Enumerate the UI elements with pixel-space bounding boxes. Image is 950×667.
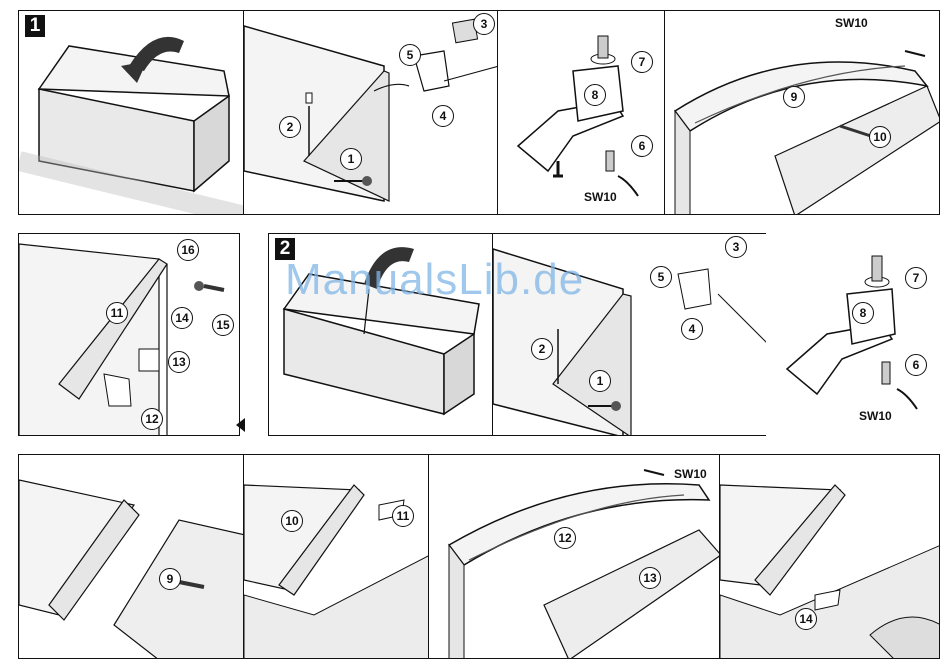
callout-12: 12 [554, 527, 576, 549]
bolt-icon [362, 176, 372, 186]
callout-11: 11 [106, 302, 128, 324]
callout-1: 1 [340, 148, 362, 170]
callout-9: 9 [159, 568, 181, 590]
callout-6: 6 [631, 135, 653, 157]
panel-hinge-detail: 6 7 8 SW10 [497, 10, 665, 215]
callout-2: 2 [279, 116, 301, 138]
hinge-install-left-illustration [19, 234, 240, 436]
callout-15: 15 [212, 314, 234, 336]
pin-icon [872, 256, 882, 281]
callout-6: 6 [905, 354, 927, 376]
wrench-icon [897, 389, 917, 409]
cover-slide-illustration [19, 455, 244, 659]
callout-12: 12 [141, 408, 163, 430]
bolt-icon [882, 362, 890, 384]
panel-reinstall-hinge-left: 11 12 13 14 15 16 [18, 233, 240, 436]
hinge-bracket-detail-step2-illustration [767, 234, 940, 436]
callout-13: 13 [168, 351, 190, 373]
wrench-icon [644, 470, 664, 475]
callout-8: 8 [852, 302, 874, 324]
panel-final-hinge: 14 [719, 454, 940, 659]
callout-3: 3 [725, 236, 747, 258]
appliance-lid-rotate-illustration [19, 11, 244, 215]
tool-label-sw10: SW10 [674, 467, 707, 481]
callout-10: 10 [869, 126, 891, 148]
callout-7: 7 [905, 267, 927, 289]
hinge-icon [104, 374, 131, 406]
panel-step2-hinge-detail: 6 7 8 SW10 [766, 233, 940, 436]
cover-reposition-illustration [244, 455, 429, 659]
cover-removal-illustration [665, 11, 940, 215]
hinge-bracket-detail-illustration [498, 11, 665, 215]
panel-refit-cover: 12 13 SW10 [428, 454, 720, 659]
callout-2: 2 [531, 338, 553, 360]
pin-icon [598, 36, 608, 58]
callout-13: 13 [639, 567, 661, 589]
panel-remove-cover: 9 10 SW10 [664, 10, 940, 215]
callout-16: 16 [177, 239, 199, 261]
bolt-icon [606, 151, 614, 171]
callout-10: 10 [281, 510, 303, 532]
callout-3: 3 [473, 13, 495, 35]
callout-7: 7 [631, 51, 653, 73]
panel-step1-open-lid: 1 [18, 10, 244, 215]
callout-11: 11 [392, 505, 414, 527]
bolt-icon [611, 401, 621, 411]
callout-5: 5 [650, 266, 672, 288]
wrench-icon [905, 51, 925, 56]
cover-refit-illustration [429, 455, 720, 659]
callout-14: 14 [795, 608, 817, 630]
panel-remove-hinge: 1 2 3 4 5 [243, 10, 498, 215]
callout-4: 4 [681, 318, 703, 340]
tool-label-sw10: SW10 [584, 190, 617, 204]
panel-reposition-cover: 10 11 [243, 454, 429, 659]
callout-1: 1 [589, 370, 611, 392]
final-hinge-fit-illustration [720, 455, 940, 659]
continue-arrow-icon [236, 418, 245, 432]
wrench-icon [618, 176, 638, 196]
hinge-icon [678, 269, 711, 309]
bolt-icon [194, 281, 204, 291]
tool-label-sw10: SW10 [835, 16, 868, 30]
callout-4: 4 [432, 105, 454, 127]
watermark: ManualsLib.de [285, 255, 584, 305]
tool-label-sw10: SW10 [859, 409, 892, 423]
callout-8: 8 [584, 84, 606, 106]
panel-remove-cover-left: 9 [18, 454, 244, 659]
callout-5: 5 [399, 44, 421, 66]
callout-9: 9 [783, 86, 805, 108]
hinge-removal-illustration [244, 11, 498, 215]
callout-14: 14 [171, 307, 193, 329]
